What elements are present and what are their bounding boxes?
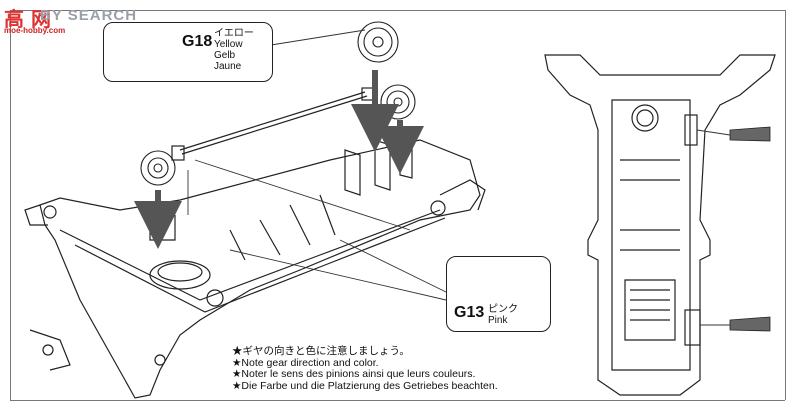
callout-g18 — [103, 22, 273, 82]
gear-g18-top — [357, 21, 399, 63]
assembly-arrows — [134, 70, 424, 249]
g18-color-de: Gelb — [214, 50, 236, 61]
part-code-g13: G13 — [454, 304, 485, 321]
watermark-chinese: 高 网 — [4, 7, 51, 31]
part-code-g18: G18 — [182, 33, 213, 50]
pointer-lines — [696, 129, 731, 326]
note-fr: ★Noter le sens des pinions ainsi que leu… — [232, 368, 476, 380]
leader-lines — [187, 29, 447, 301]
watermark-url: moe-hobby.com — [4, 26, 66, 35]
g18-color-en: Yellow — [214, 39, 243, 50]
g13-color-en: Pink — [488, 315, 508, 326]
gear-pinion-left — [140, 150, 176, 186]
g18-color-fr: Jaune — [214, 61, 242, 72]
chassis-top-view — [544, 54, 776, 396]
watermark-logo-text: BY SEARCH — [40, 7, 138, 24]
gear-g13-mid — [380, 84, 416, 120]
g18-color-labels: イエロー Yellow Gelb Jaune — [214, 28, 254, 72]
frame-top-border — [10, 10, 785, 11]
frame-right-border — [785, 10, 786, 400]
note-de: ★Die Farbe und die Platzierung des Getri… — [232, 379, 498, 392]
g13-color-jp: ピンク — [488, 304, 518, 315]
callout-g13 — [446, 256, 551, 332]
g18-color-jp: イエロー — [214, 28, 254, 39]
watermark: 高 网 BY SEARCH moe-hobby.com — [2, 2, 172, 42]
frame-bottom-border — [10, 400, 785, 401]
g13-color-labels: ピンク Pink — [488, 304, 518, 326]
assembly-notes: ★ギヤの向きと色に注意しましょう。 ★Note gear direction a… — [232, 345, 498, 392]
propeller-shaft — [171, 87, 375, 161]
note-en: ★Note gear direction and color. — [232, 356, 379, 369]
note-jp: ★ギヤの向きと色に注意しましょう。 — [232, 345, 410, 357]
grease-tool-icons — [729, 126, 771, 332]
frame-left-border — [10, 10, 11, 400]
